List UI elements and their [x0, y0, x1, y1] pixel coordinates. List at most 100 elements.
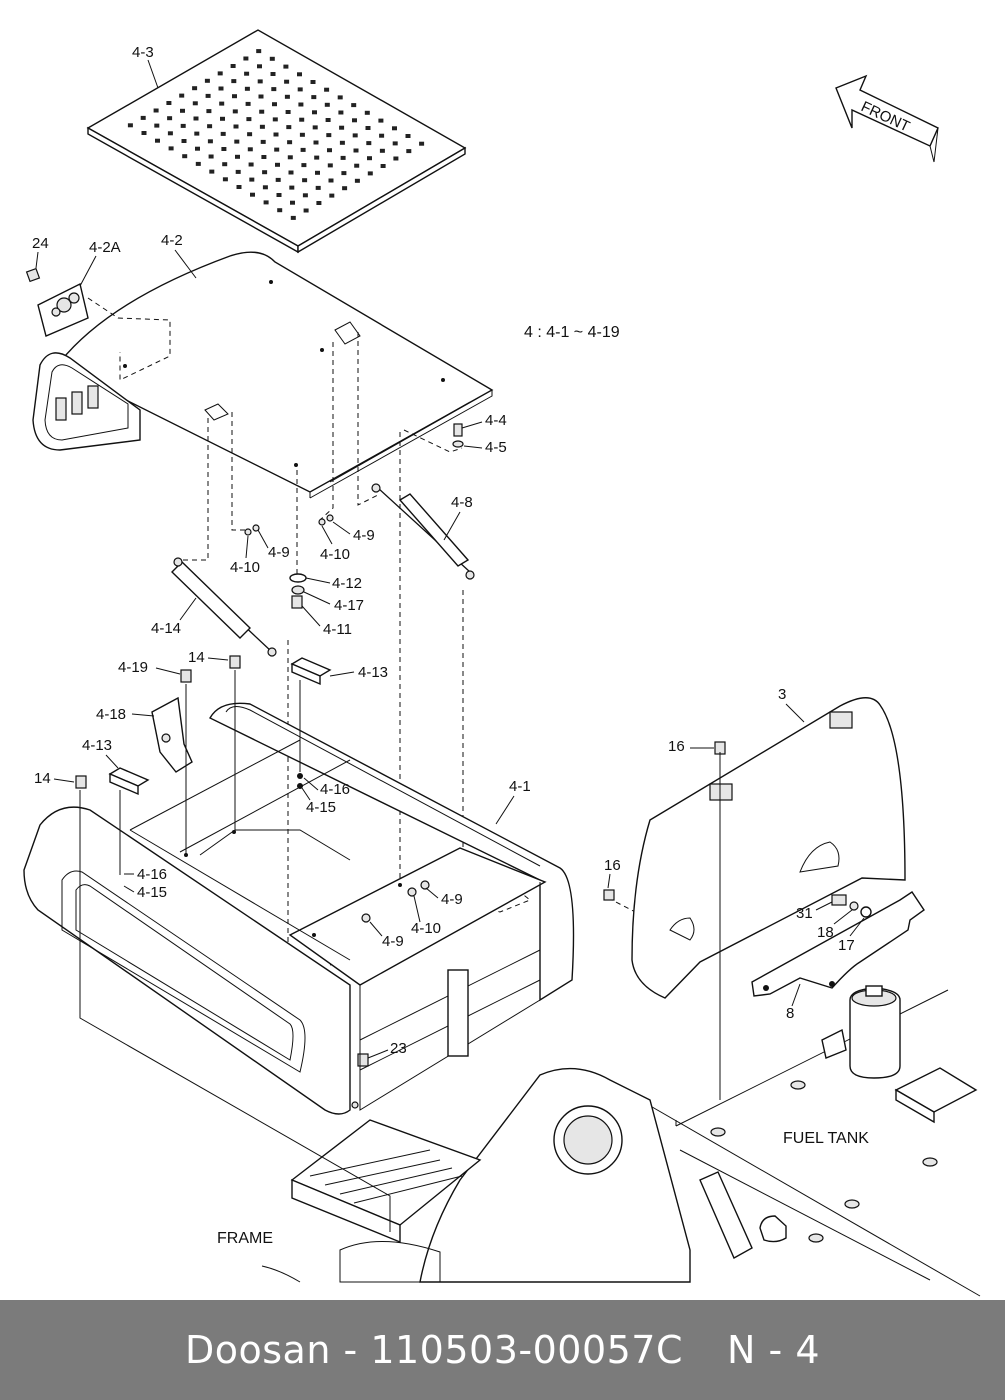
callout-16-a: 16: [668, 738, 685, 755]
callout-4-1: 4-1: [509, 778, 531, 795]
grating-hole: [273, 132, 279, 137]
callout-4-9-a: 4-9: [268, 544, 290, 561]
grating-hole: [243, 56, 249, 61]
grating-hole: [195, 161, 201, 166]
grating-hole: [207, 139, 213, 144]
grating-hole: [180, 108, 185, 113]
grating-hole: [338, 110, 344, 115]
grating-hole: [299, 117, 305, 122]
callout-14-a: 14: [188, 649, 205, 666]
callout-16-b: 16: [604, 857, 621, 874]
callout-4-12: 4-12: [332, 575, 362, 592]
grating-hole: [181, 139, 187, 143]
grating-hole: [303, 208, 309, 213]
grating-hole: [262, 185, 268, 190]
rubber-block-4-13: [108, 657, 332, 796]
grating-hole: [315, 185, 321, 190]
callout-24: 24: [32, 235, 49, 252]
grating-hole: [182, 154, 188, 159]
grating-hole: [328, 178, 334, 183]
grating-hole: [259, 109, 265, 114]
grating-hole: [324, 102, 330, 107]
callout-4-17: 4-17: [334, 597, 364, 614]
callout-4-16-b: 4-16: [137, 866, 167, 883]
grating-hole: [232, 109, 238, 114]
grating-hole: [231, 79, 237, 84]
grating-hole: [311, 95, 317, 100]
grating-hole: [207, 124, 213, 129]
grating-hole: [316, 201, 322, 205]
grating-hole: [367, 171, 373, 176]
grating-hole: [140, 115, 146, 120]
grating-hole: [250, 192, 255, 197]
grating-hole: [313, 140, 319, 145]
grating-hole: [284, 94, 290, 99]
callout-4-4: 4-4: [485, 412, 507, 429]
callout-18: 18: [817, 924, 834, 941]
grating-hole: [270, 72, 276, 76]
callout-4-13-b: 4-13: [82, 737, 112, 754]
grating-hole: [364, 110, 370, 115]
grating-hole: [168, 146, 174, 151]
grating-hole: [352, 118, 357, 123]
grating-hole: [167, 116, 173, 121]
grating-hole: [287, 155, 293, 160]
grating-hole: [290, 215, 296, 220]
grating-hole: [379, 133, 385, 138]
grating-hole: [218, 86, 224, 91]
gas-spring-4-8: [371, 483, 475, 580]
grating-hole: [354, 163, 360, 168]
grating-hole: [257, 64, 262, 69]
grating-hole: [221, 147, 227, 151]
grating-hole: [329, 193, 335, 198]
grating-hole: [219, 101, 225, 106]
callout-4-14: 4-14: [151, 620, 181, 637]
grating-hole: [310, 80, 316, 84]
grating-hole: [260, 139, 266, 144]
side-cover-3: [631, 697, 906, 999]
fuel-tank-label: FUEL TANK: [783, 1130, 869, 1147]
grating-hole: [326, 133, 332, 138]
grating-hole: [275, 162, 280, 167]
callout-4-9-c: 4-9: [441, 891, 463, 908]
gas-spring-4-14: [171, 557, 277, 657]
grating-hole: [288, 170, 294, 175]
footer-separator: -: [343, 1328, 358, 1372]
grating-hole: [276, 193, 282, 197]
grating-hole: [380, 164, 386, 168]
grating-hole: [262, 170, 268, 175]
bracket-4-18: [151, 696, 193, 773]
grating-hole: [392, 126, 397, 131]
callout-17: 17: [838, 937, 855, 954]
grating-hole: [230, 64, 236, 68]
grating-hole: [154, 123, 160, 128]
grating-hole: [274, 147, 280, 152]
grating-hole: [301, 163, 307, 168]
grating-hole: [247, 132, 253, 137]
callout-4-9-d: 4-9: [382, 933, 404, 950]
grating-hole: [179, 93, 185, 98]
grating-hole: [324, 87, 330, 92]
grating-hole: [286, 125, 292, 130]
grating-hole: [205, 93, 211, 98]
grating-hole: [365, 126, 371, 130]
callout-4-16-a: 4-16: [320, 781, 350, 798]
grating-hole: [283, 64, 289, 69]
grating-hole: [272, 117, 278, 122]
grating-hole: [299, 132, 305, 137]
grating-hole: [284, 79, 290, 84]
grating-hole: [167, 131, 173, 136]
grating-hole: [246, 117, 252, 122]
callout-4-9-b: 4-9: [353, 527, 375, 544]
callout-4-2a: 4-2A: [89, 239, 121, 256]
grating-hole: [378, 118, 384, 123]
grating-hole: [290, 200, 295, 205]
callout-23: 23: [390, 1040, 407, 1057]
grating-hole: [366, 141, 372, 146]
grating-hole: [269, 56, 275, 61]
callout-4-19: 4-19: [118, 659, 148, 676]
grating-hole: [263, 200, 269, 205]
callout-4-15-a: 4-15: [306, 799, 336, 816]
grating-hole: [194, 131, 200, 136]
